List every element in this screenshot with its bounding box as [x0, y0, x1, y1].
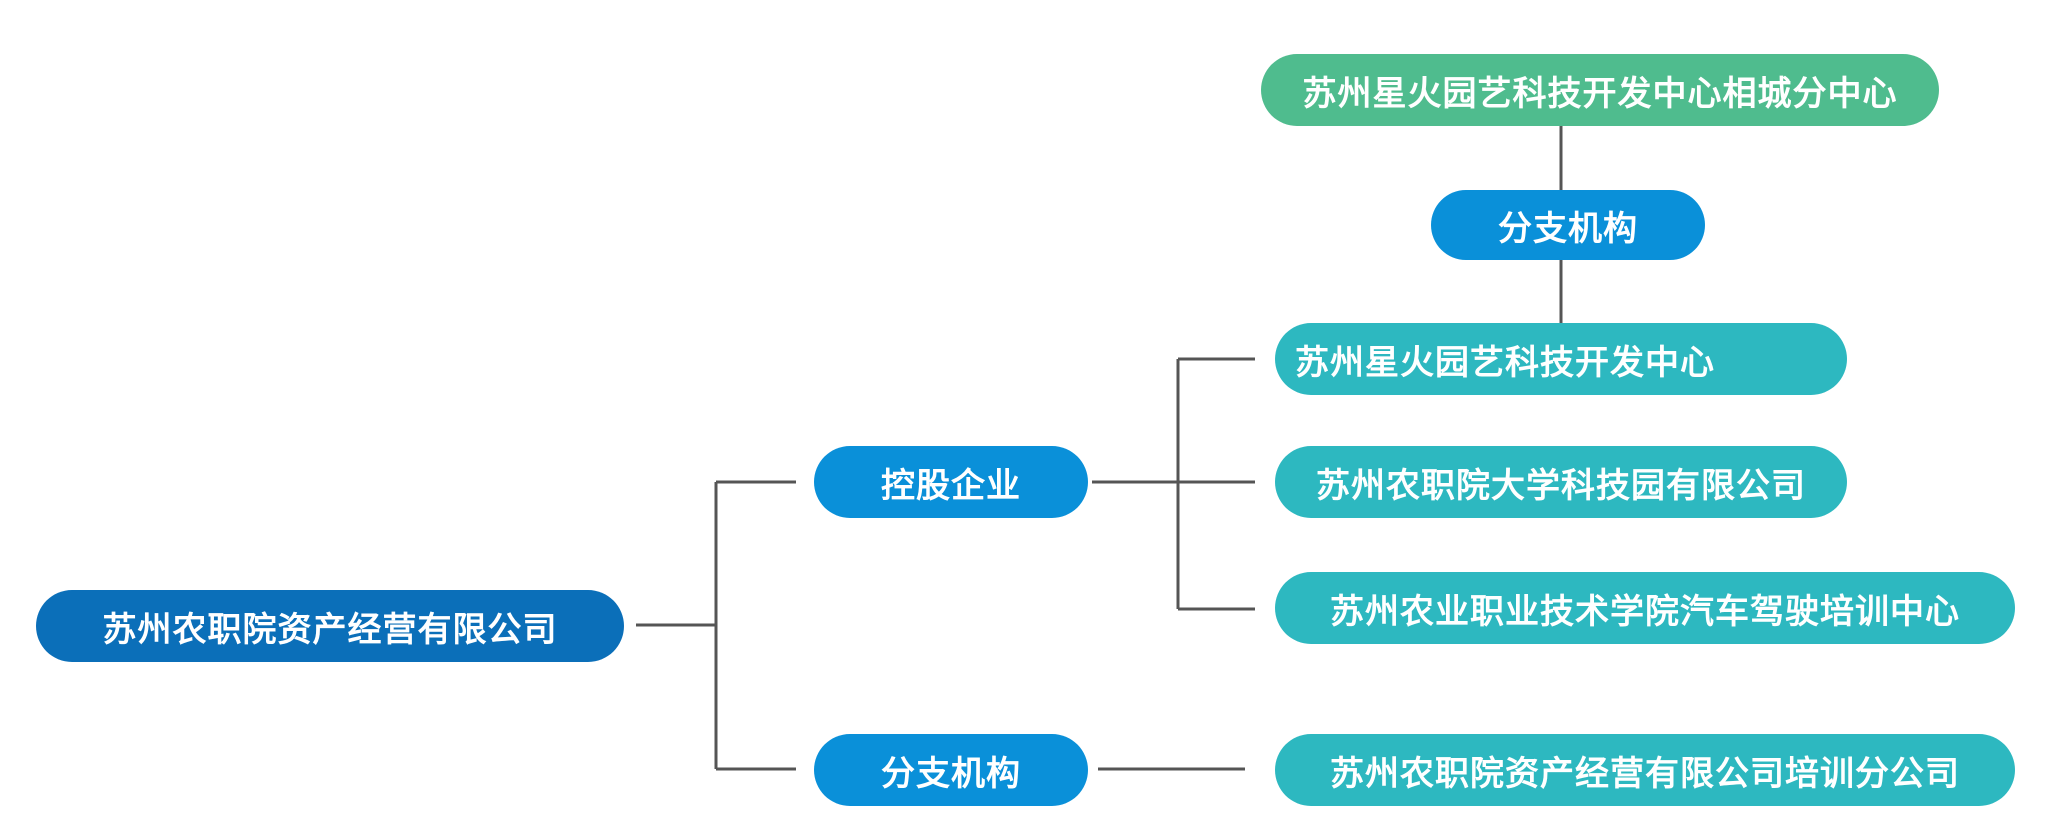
holding-node: 苏州星火园艺科技开发中心 — [1275, 323, 1847, 395]
holding-node-label: 苏州星火园艺科技开发中心 — [1295, 342, 1715, 383]
branch-node: 苏州农职院资产经营有限公司培训分公司 — [1275, 734, 2015, 806]
root-node-label: 苏州农职院资产经营有限公司 — [102, 609, 558, 650]
sub-branch-category-label: 分支机构 — [1498, 208, 1638, 249]
sub-branch-item-node: 苏州星火园艺科技开发中心相城分中心 — [1261, 54, 1939, 126]
branch-node-label: 苏州农职院资产经营有限公司培训分公司 — [1330, 753, 1960, 794]
category-node-holdings: 控股企业 — [814, 446, 1088, 518]
holding-node-label: 苏州农业职业技术学院汽车驾驶培训中心 — [1330, 591, 1960, 632]
category-node-branches: 分支机构 — [814, 734, 1088, 806]
sub-branch-item-label: 苏州星火园艺科技开发中心相城分中心 — [1302, 73, 1898, 114]
sub-branch-category-node: 分支机构 — [1431, 190, 1705, 260]
category-node-label: 控股企业 — [881, 465, 1021, 506]
holding-node: 苏州农业职业技术学院汽车驾驶培训中心 — [1275, 572, 2015, 644]
root-node: 苏州农职院资产经营有限公司 — [36, 590, 624, 662]
holding-node: 苏州农职院大学科技园有限公司 — [1275, 446, 1847, 518]
category-node-label: 分支机构 — [881, 753, 1021, 794]
holding-node-label: 苏州农职院大学科技园有限公司 — [1316, 465, 1806, 506]
